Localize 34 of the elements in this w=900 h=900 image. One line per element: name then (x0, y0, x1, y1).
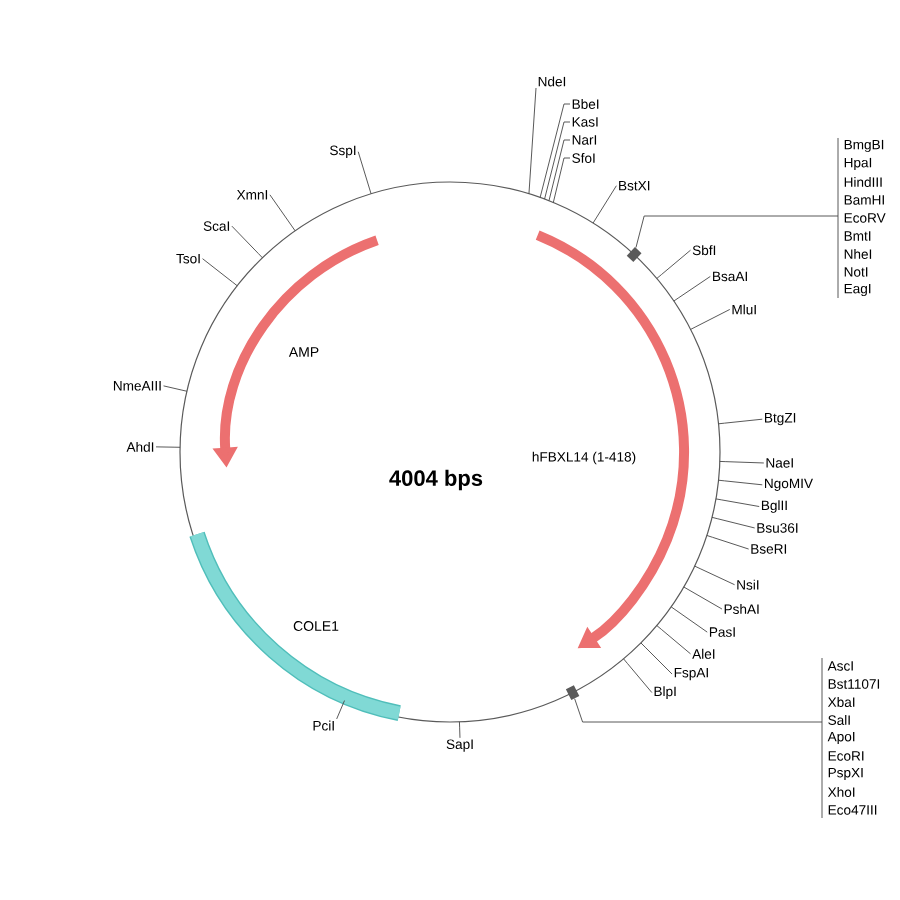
leader-line (656, 625, 691, 655)
leader-line (155, 446, 181, 448)
leader-line (673, 275, 711, 302)
leader-line (548, 139, 571, 202)
leader-line (202, 258, 238, 287)
site-marker (626, 247, 642, 262)
leader-line (459, 721, 461, 739)
leader-line (706, 535, 750, 550)
site-marker (565, 685, 580, 700)
leader-line (357, 151, 372, 195)
leader-line (539, 103, 571, 198)
leader-line (623, 658, 653, 693)
leader-line (690, 309, 731, 330)
leader-line (163, 385, 188, 392)
leader-line (719, 461, 765, 464)
leader-line (336, 700, 345, 720)
leader-line (528, 87, 537, 195)
leader-line (694, 565, 736, 586)
leader-line (640, 642, 673, 675)
size-label: 4004 bps (389, 469, 483, 491)
leader-line (683, 586, 723, 610)
leader-line (552, 157, 571, 203)
leader-line (544, 121, 571, 200)
leader-line (635, 137, 839, 299)
leader-line (711, 516, 756, 529)
leader-line (231, 225, 263, 259)
leader-line (718, 479, 763, 486)
leader-line (718, 418, 763, 425)
leader-line (715, 498, 760, 507)
leader-line (656, 249, 691, 279)
leader-line (269, 194, 296, 232)
leader-line (592, 185, 617, 224)
leader-line (670, 606, 708, 633)
leader-line (574, 657, 823, 819)
